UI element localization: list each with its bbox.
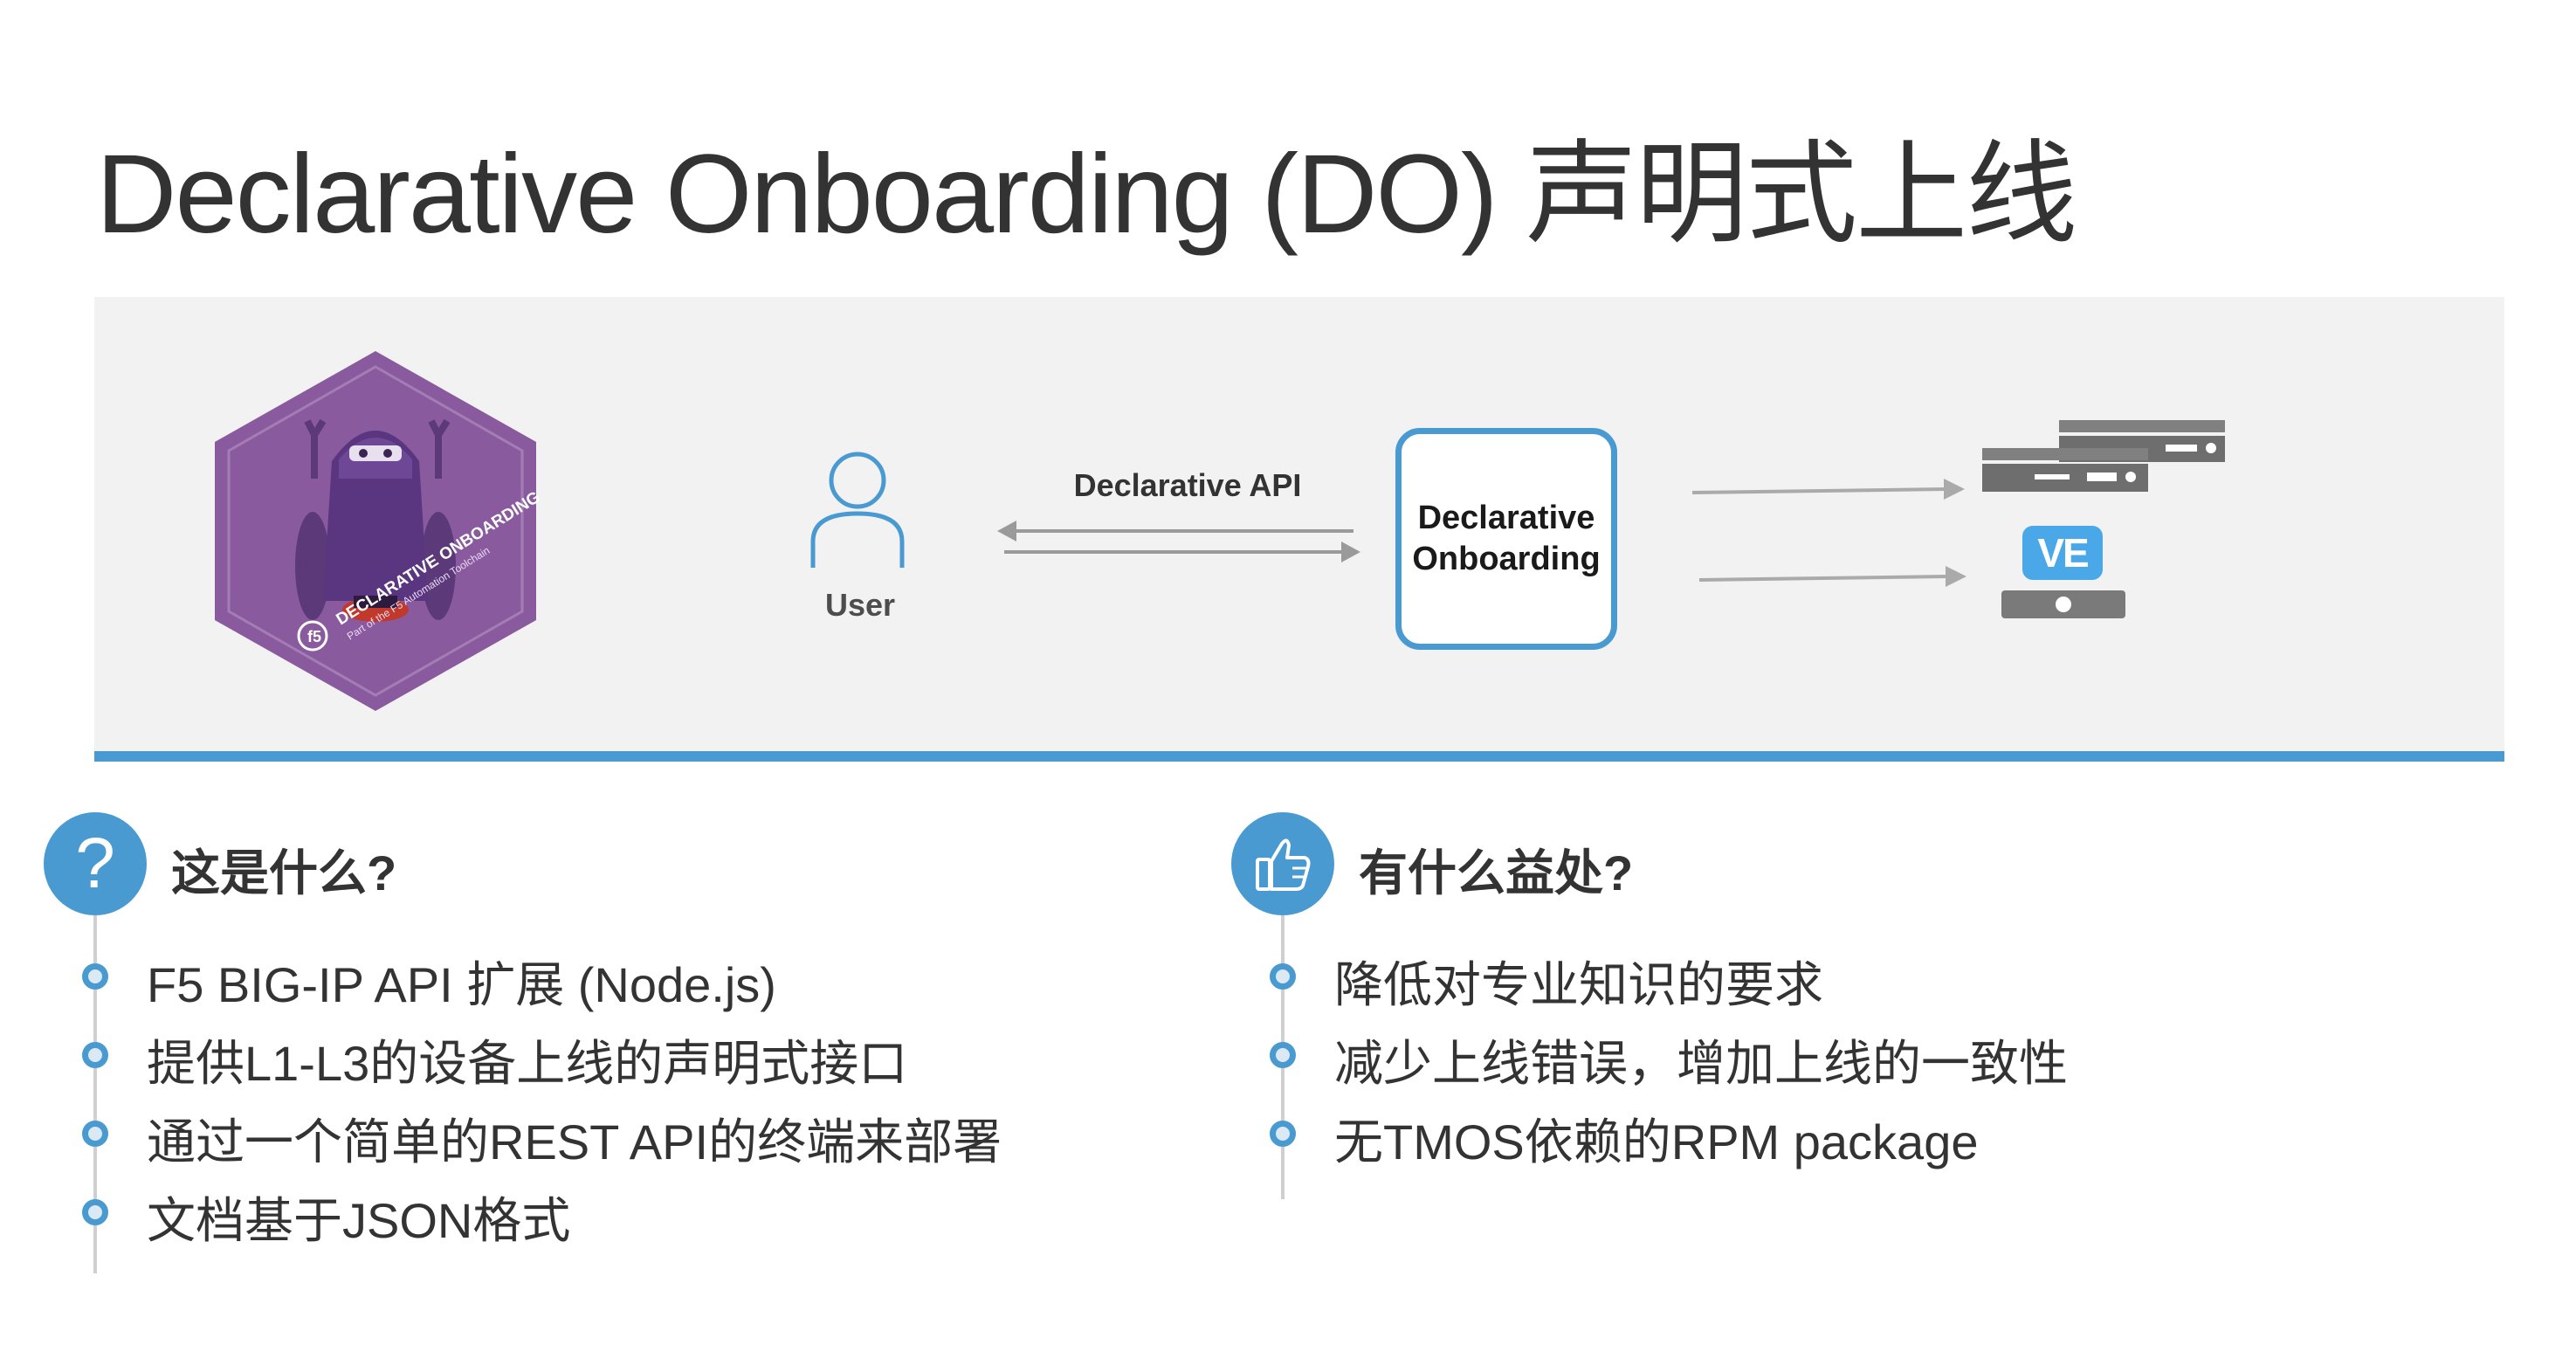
section-what-title: 这是什么? bbox=[171, 845, 397, 900]
timeline-line bbox=[93, 915, 97, 1273]
bullet-icon bbox=[82, 1121, 108, 1147]
badge-title: DECLARATIVE ONBOARDING bbox=[334, 488, 541, 629]
list-item: 提供L1-L3的设备上线的声明式接口 bbox=[147, 1036, 908, 1091]
ve-icon: VE bbox=[2022, 526, 2103, 580]
bullet-icon bbox=[1270, 1121, 1296, 1147]
section-benefits-title: 有什么益处? bbox=[1359, 845, 1634, 900]
do-box-label: Declarative Onboarding bbox=[1412, 499, 1601, 578]
question-icon: ? bbox=[44, 812, 147, 915]
list-item: 文档基于JSON格式 bbox=[147, 1193, 571, 1248]
bullet-icon bbox=[1270, 1042, 1296, 1068]
thumbs-up-icon bbox=[1231, 812, 1334, 915]
user-icon bbox=[808, 445, 908, 572]
list-item: 无TMOS依赖的RPM package bbox=[1334, 1114, 1979, 1169]
bidirectional-arrow-icon bbox=[995, 515, 1362, 568]
panel-divider bbox=[94, 751, 2504, 762]
svg-text:f5: f5 bbox=[307, 628, 321, 645]
ve-base-icon bbox=[2001, 590, 2125, 618]
bullet-icon bbox=[82, 1042, 108, 1068]
list-item: 通过一个简单的REST API的终端来部署 bbox=[147, 1114, 1002, 1169]
list-item: 减少上线错误，增加上线的一致性 bbox=[1334, 1036, 2068, 1091]
api-label: Declarative API bbox=[1073, 467, 1302, 503]
output-arrows-icon bbox=[1685, 472, 1973, 594]
bullet-icon bbox=[1270, 963, 1296, 990]
list-item: 降低对专业知识的要求 bbox=[1334, 957, 1823, 1012]
declarative-onboarding-box: Declarative Onboarding bbox=[1395, 428, 1617, 650]
bullet-icon bbox=[82, 1199, 108, 1225]
page-title: Declarative Onboarding (DO) 声明式上线 bbox=[96, 132, 2077, 257]
list-item: F5 BIG-IP API 扩展 (Node.js) bbox=[147, 957, 776, 1012]
hardware-server-icon bbox=[1982, 415, 2244, 502]
bullet-icon bbox=[82, 963, 108, 990]
user-label: User bbox=[824, 587, 896, 623]
do-badge-logo: f5 DECLARATIVE ONBOARDING Part of the F5… bbox=[210, 348, 541, 714]
